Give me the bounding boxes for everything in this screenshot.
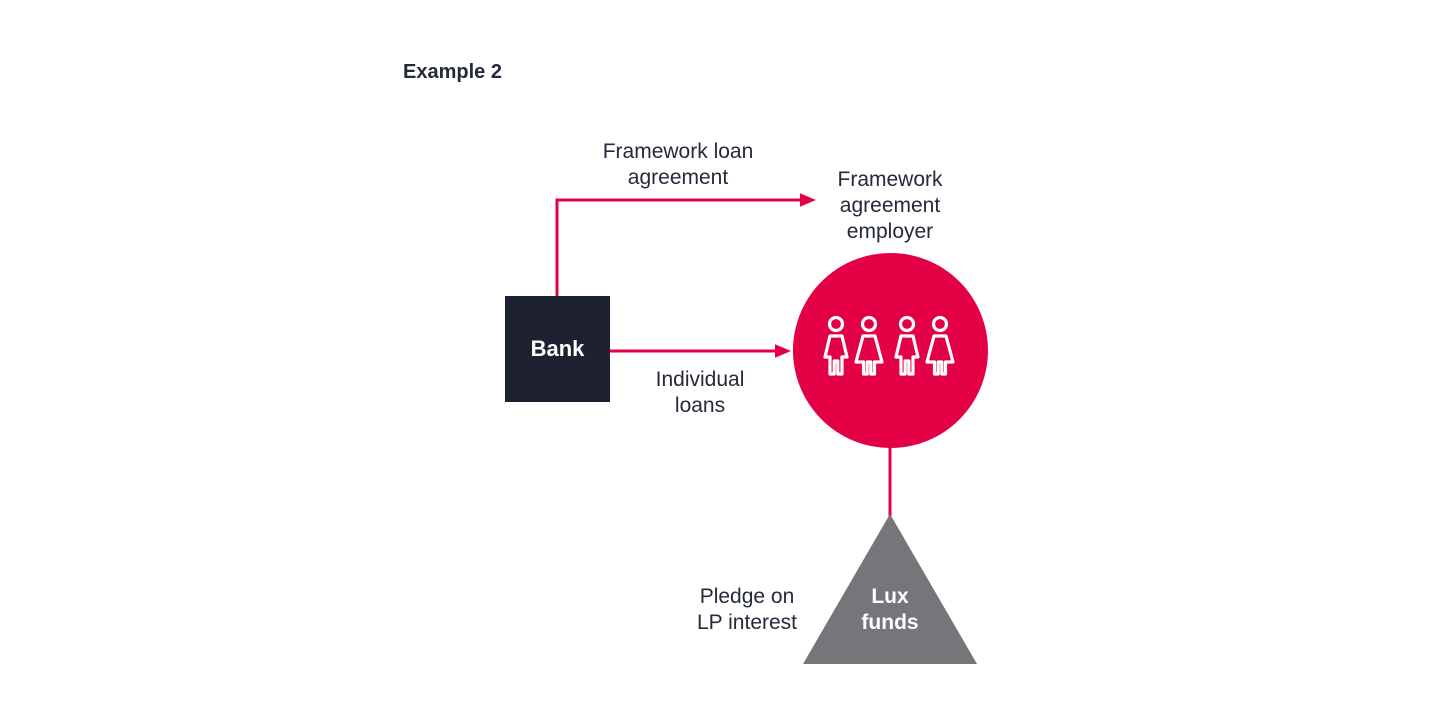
lux-funds-label: Lux funds <box>861 585 919 634</box>
pledge-on-lp-interest-label: Pledge on LP interest <box>696 585 798 634</box>
page-title: Example 2 <box>403 61 502 83</box>
framework-loan-agreement-label: Framework loan agreement <box>602 140 754 189</box>
man-icon <box>823 315 849 376</box>
individual-loans-label: Individual loans <box>655 368 745 417</box>
lux-funds-triangle <box>803 514 977 664</box>
woman-icon <box>854 315 884 376</box>
bank-node-label: Bank <box>530 336 585 361</box>
framework-agreement-employer-label: Framework agreement employer <box>837 168 943 243</box>
individual-loans-arrowhead <box>775 344 791 358</box>
bank-node: Bank <box>505 296 610 402</box>
people-group-icon <box>823 315 955 376</box>
framework-agreement-employer-node <box>793 253 988 448</box>
framework-agreement-arrow-line <box>555 198 801 296</box>
woman-icon <box>925 315 955 376</box>
framework-agreement-arrowhead <box>800 193 816 207</box>
man-icon <box>894 315 920 376</box>
